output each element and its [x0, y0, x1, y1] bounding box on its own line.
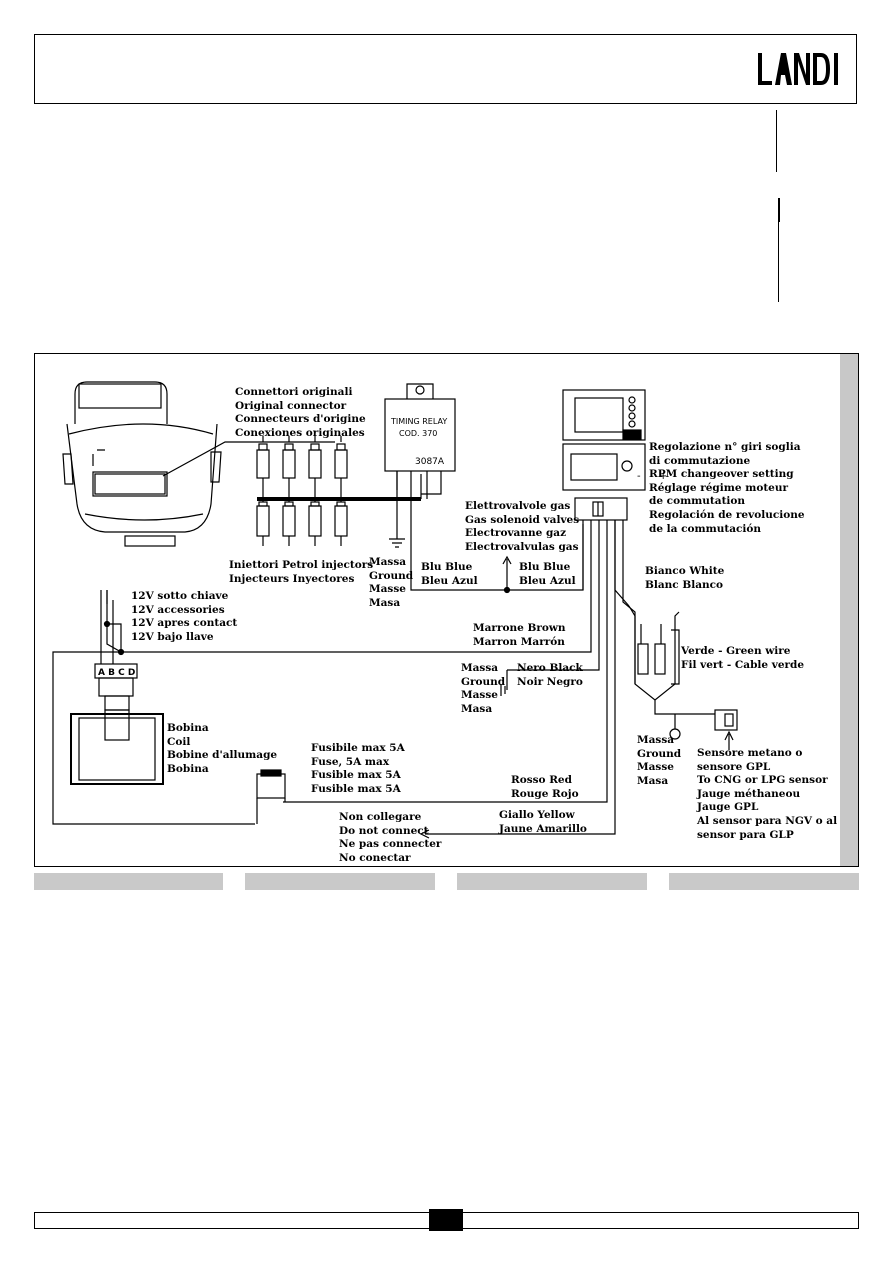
label-ground-black: Massa Ground Masse Masa	[461, 662, 506, 715]
label-gas-solenoid: Elettrovalvole gas Gas solenoid valves E…	[465, 500, 580, 553]
label-fuse: Fusibile max 5A Fuse, 5A max Fusible max…	[311, 742, 405, 795]
green-wire-splice-icon	[628, 605, 738, 740]
label-red-wire: Rosso Red Rouge Rojo	[511, 774, 579, 800]
section-bar	[457, 873, 647, 890]
label-coil: Bobina Coil Bobine d'allumage Bobina	[167, 722, 278, 775]
changeover-unit-icon	[562, 389, 646, 521]
section-bar	[245, 873, 435, 890]
label-ground-relay: Massa Ground Masse Masa	[369, 556, 414, 609]
ignition-coil-icon	[70, 663, 164, 785]
label-black-wire: Nero Black Noir Negro	[517, 662, 583, 688]
wiring-drawing: TIMING RELAY COD. 370 3087A + - A B C D	[52, 381, 738, 839]
label-green-wire: Verde - Green wire Fil vert - Cable verd…	[681, 645, 805, 671]
coil-pin-letters: A B C D	[98, 668, 135, 678]
wiring-diagram: TIMING RELAY COD. 370 3087A + - A B C D …	[34, 353, 859, 867]
label-white-wire: Bianco White Blanc Blanco	[645, 565, 725, 591]
landi-logo	[756, 49, 842, 89]
petrol-injectors-icon	[256, 436, 348, 546]
relay-title-text: TIMING RELAY	[390, 417, 447, 426]
timing-relay-icon	[384, 383, 456, 514]
car-outline-icon	[62, 381, 222, 547]
relay-number-text: 3087A	[415, 457, 445, 467]
label-do-not-connect: Non collegare Do not connect Ne pas conn…	[339, 811, 442, 864]
label-blue-left: Blu Blue Bleu Azul	[421, 561, 478, 587]
svg-text:+: +	[659, 471, 667, 482]
label-yellow-wire: Giallo Yellow Jaune Amarillo	[499, 809, 587, 835]
label-brown-wire: Marrone Brown Marron Marrón	[473, 622, 566, 648]
margin-rule	[778, 198, 780, 222]
page-number-tab	[429, 1209, 463, 1231]
margin-rule	[778, 222, 779, 302]
label-original-connector: Connettori originali Original connector …	[235, 386, 366, 439]
diagram-side-strip	[840, 354, 858, 866]
label-12v-key: 12V sotto chiave 12V accessories 12V apr…	[131, 590, 238, 643]
label-sensor: Sensore metano o sensore GPL To CNG or L…	[697, 747, 838, 841]
fuse-icon	[256, 769, 286, 799]
margin-rule	[776, 110, 777, 172]
relay-code-text: COD. 370	[399, 429, 437, 438]
label-rpm-setting: Regolazione n° giri soglia di commutazio…	[649, 441, 805, 535]
section-bar	[34, 873, 223, 890]
label-ground-sensor: Massa Ground Masse Masa	[637, 734, 682, 787]
header-box	[34, 34, 857, 104]
label-injectors: Iniettori Petrol injectors Injecteurs In…	[229, 559, 374, 585]
svg-text:-: -	[637, 471, 641, 482]
label-blue-right: Blu Blue Bleu Azul	[519, 561, 576, 587]
section-bar	[669, 873, 859, 890]
